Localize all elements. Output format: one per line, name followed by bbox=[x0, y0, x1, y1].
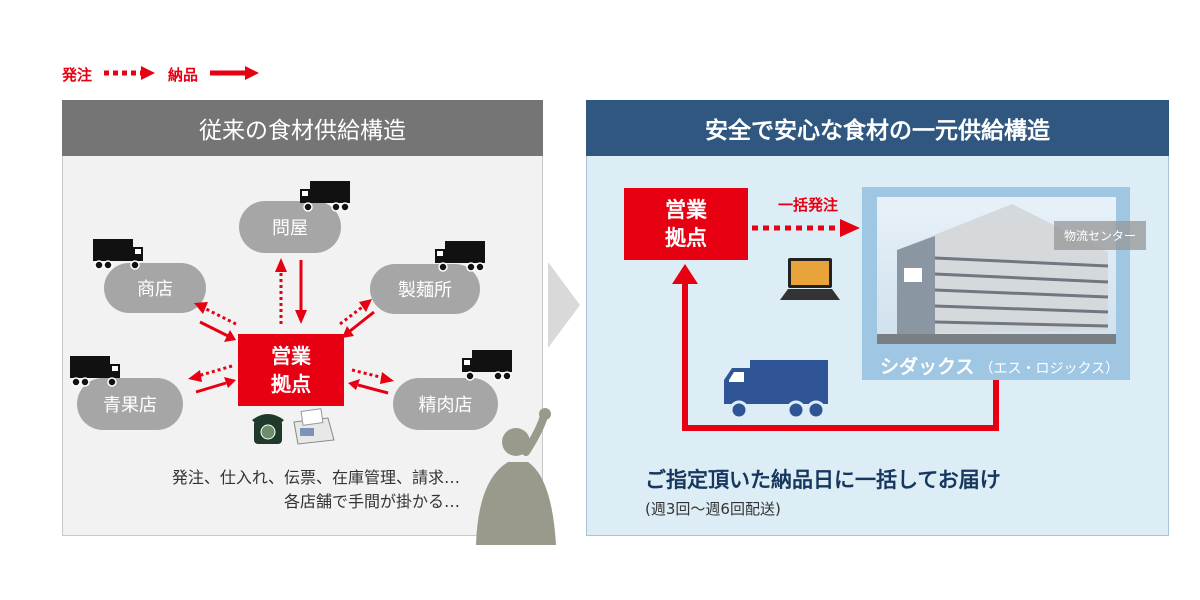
unified-panel-title: 安全で安心な食材の一元供給構造 bbox=[586, 100, 1169, 156]
traditional-note-line2: 各店舗で手間が掛かる… bbox=[283, 492, 460, 511]
delivery-frequency: (週3回～週6回配送) bbox=[645, 500, 781, 518]
traditional-note: 発注、仕入れ、伝票、在庫管理、請求… 各店舗で手間が掛かる… bbox=[80, 466, 460, 514]
distribution-center-label: 物流センター bbox=[1054, 221, 1147, 250]
node-wholesaler: 問屋 bbox=[239, 201, 341, 253]
legend-delivery-label: 納品 bbox=[168, 66, 199, 84]
node-butcher: 精肉店 bbox=[393, 378, 498, 430]
node-noodle-factory: 製麺所 bbox=[370, 264, 480, 314]
node-produce-store: 青果店 bbox=[77, 378, 183, 430]
sales-hub-left-line1: 営業 bbox=[271, 344, 311, 368]
distribution-center-sub: （エス・ロジックス） bbox=[979, 361, 1120, 377]
distribution-center-caption: シダックス （エス・ロジックス） bbox=[880, 352, 1119, 379]
sales-hub-right-line2: 拠点 bbox=[665, 226, 707, 250]
sales-hub-left: 営業 拠点 bbox=[238, 334, 344, 406]
distribution-center-name: シダックス bbox=[880, 356, 975, 378]
legend-dotted-arrow bbox=[104, 66, 155, 80]
delivery-message: ご指定頂いた納品日に一括してお届け bbox=[645, 468, 1001, 492]
sales-hub-right-line1: 営業 bbox=[665, 198, 707, 222]
traditional-panel-title: 従来の食材供給構造 bbox=[62, 100, 543, 156]
node-shop: 商店 bbox=[104, 263, 206, 313]
legend-order-label: 発注 bbox=[62, 66, 93, 84]
legend-solid-arrow bbox=[210, 66, 259, 80]
bulk-order-label: 一括発注 bbox=[778, 196, 839, 214]
sales-hub-left-line2: 拠点 bbox=[271, 372, 311, 396]
traditional-note-line1: 発注、仕入れ、伝票、在庫管理、請求… bbox=[171, 468, 460, 487]
sales-hub-right: 営業 拠点 bbox=[624, 188, 748, 260]
